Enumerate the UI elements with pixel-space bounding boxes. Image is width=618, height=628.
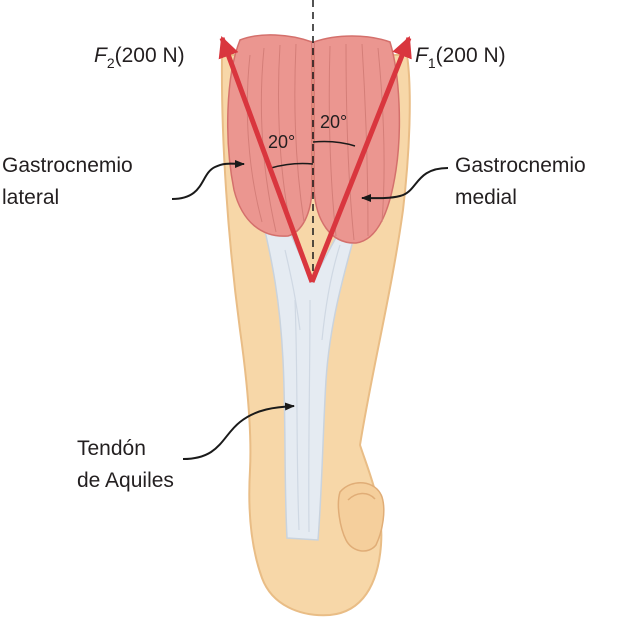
leader-arrow-icon (171, 159, 245, 200)
achilles-tendon (260, 213, 362, 541)
label-line: medial (455, 186, 517, 209)
tendon-fiber (284, 249, 301, 331)
angle-label-right: 20° (320, 112, 347, 132)
label-line: de Aquiles (77, 469, 174, 492)
tendon-fiber (308, 299, 311, 533)
label-line: lateral (2, 186, 59, 209)
leader-arrow-icon (361, 167, 449, 203)
label-gastroc-lateral: Gastrocnemio lateral (2, 154, 139, 209)
force-symbol: F (94, 44, 108, 67)
label-line: Gastrocnemio (2, 154, 133, 177)
tendon-body (260, 213, 362, 541)
gastrocnemius (227, 34, 401, 244)
angle-label-left: 20° (268, 132, 295, 152)
leader-arrow-icon (182, 402, 295, 460)
force-arrow-f2 (218, 36, 315, 283)
force-magnitude: (200 N) (115, 44, 185, 67)
force-label-f2: F2(200 N) (94, 44, 185, 71)
force-subscript: 1 (428, 55, 436, 71)
label-line: Gastrocnemio (455, 154, 586, 177)
label-gastroc-medial: Gastrocnemio medial (455, 154, 592, 209)
gastroc-lateral-muscle (227, 34, 313, 237)
toes (337, 482, 385, 552)
label-line: Tendón (77, 437, 146, 460)
angle-arc-left (270, 162, 314, 169)
tendon-fiber (294, 299, 300, 531)
force-symbol: F (415, 44, 429, 67)
label-achilles: Tendón de Aquiles (77, 437, 174, 492)
toe-line (347, 492, 376, 501)
force-subscript: 2 (107, 55, 115, 71)
tendon-fiber (321, 244, 341, 341)
force-label-f1: F1(200 N) (415, 44, 506, 71)
angle-arc-right (312, 140, 356, 147)
force-magnitude: (200 N) (436, 44, 506, 67)
force-arrow-f1 (309, 36, 412, 283)
